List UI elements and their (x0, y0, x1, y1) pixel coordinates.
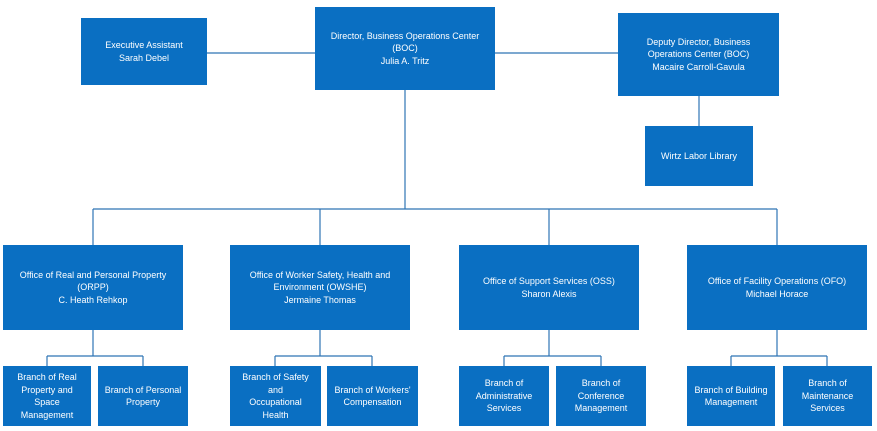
box-line: Property and Space (21, 384, 73, 408)
box-line: Macaire Carroll-Gavula (652, 61, 745, 72)
box-line: Environment (OWSHE) (273, 282, 367, 293)
director-box: Director, Business Operations Center (BO… (315, 7, 495, 90)
box-line: Office of Facility Operations (OFO) (707, 276, 847, 286)
box-line: Occupational Health (249, 397, 302, 420)
wirtz-labor-library-box: Wirtz Labor Library (645, 126, 753, 186)
box-line: Management (704, 397, 758, 407)
branch-workers-compensation-box: Branch of Workers' Compensation (327, 366, 418, 426)
box-line: Maintenance (801, 390, 854, 401)
box-line: Sarah Debel (118, 52, 170, 63)
office-orpp-box: Office of Real and Personal Property (OR… (3, 245, 183, 330)
box-line: Office of Real and Personal Property (19, 269, 167, 280)
box-line: (ORPP) (77, 282, 109, 293)
deputy-director-box: Deputy Director, Business Operations Cen… (618, 13, 779, 96)
box-line: Branch of (808, 378, 847, 389)
branch-safety-health-box: Branch of Safety and Occupational Health (230, 366, 321, 426)
box-line: Director, Business Operations Center (330, 30, 480, 41)
executive-assistant-box: Executive Assistant Sarah Debel (81, 18, 207, 85)
box-line: Management (574, 403, 628, 414)
box-line: Conference (577, 390, 625, 401)
box-line: Executive Assistant (105, 40, 183, 50)
branch-conference-management-box: Branch of Conference Management (556, 366, 646, 426)
box-line: Julia A. Tritz (380, 55, 430, 66)
box-line: Compensation (343, 397, 402, 407)
branch-building-management-box: Branch of Building Management (687, 366, 775, 426)
box-line: Branch of (484, 378, 524, 389)
box-line: Branch of Personal (104, 384, 182, 395)
office-owshe-box: Office of Worker Safety, Health and Envi… (230, 245, 410, 330)
branch-maintenance-services-box: Branch of Maintenance Services (783, 366, 872, 426)
box-line: (BOC) (392, 43, 418, 54)
box-line: Deputy Director, Business (646, 36, 751, 47)
box-line: Jermaine Thomas (284, 294, 356, 305)
box-line: Management (20, 409, 74, 420)
box-line: Administrative (475, 390, 533, 401)
box-line: Wirtz Labor Library (660, 150, 738, 161)
box-line: Services (486, 403, 522, 414)
branch-personal-property-box: Branch of Personal Property (98, 366, 188, 426)
box-line: Branch of Building (694, 384, 768, 395)
box-line: Sharon Alexis (521, 288, 577, 299)
box-line: Office of Worker Safety, Health and (249, 269, 391, 280)
box-line: Branch of Real (17, 372, 77, 382)
box-line: Office of Support Services (OSS) (483, 276, 615, 286)
office-ofo-box: Office of Facility Operations (OFO) Mich… (687, 245, 867, 330)
box-line: Operations Center (BOC) (647, 49, 750, 60)
box-line: Services (810, 403, 845, 414)
box-line: Branch of Safety and (242, 372, 309, 395)
box-line: Branch of (581, 378, 621, 389)
box-line: Property (125, 397, 160, 407)
box-line: Branch of Workers' (334, 384, 411, 395)
branch-administrative-services-box: Branch of Administrative Services (459, 366, 549, 426)
branch-real-property-box: Branch of Real Property and Space Manage… (3, 366, 91, 426)
box-line: C. Heath Rehkop (58, 294, 128, 305)
office-oss-box: Office of Support Services (OSS) Sharon … (459, 245, 639, 330)
box-line: Michael Horace (745, 288, 809, 299)
